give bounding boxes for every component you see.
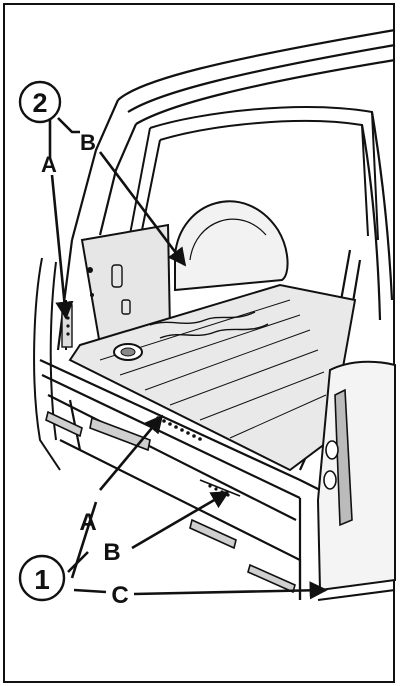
left-side-panel: [80, 223, 172, 347]
arrow-2a: [50, 174, 74, 320]
rear-sill: [39, 359, 321, 600]
callout-circle-1: 1: [18, 554, 66, 602]
callout-number-2: 2: [32, 88, 47, 118]
valance-plates: [45, 410, 296, 594]
arrow-1a: [99, 414, 164, 491]
right-quarter-panel: [316, 360, 396, 601]
leader-2b: [57, 117, 80, 134]
label-c-bottom: C: [111, 582, 128, 609]
arrow-1b: [131, 490, 230, 550]
leader-1c: [73, 588, 107, 594]
label-b-bottom: B: [103, 539, 120, 566]
arrow-1c: [133, 581, 328, 600]
label-a-top: A: [41, 152, 57, 177]
rear-window-frame: [127, 106, 379, 246]
spare-wheel: [174, 200, 289, 292]
callout-number-1: 1: [34, 564, 50, 595]
callout-arrows: [48, 117, 328, 600]
label-a-bottom: A: [79, 509, 96, 536]
roof-outline: [117, 28, 396, 125]
callout-circle-2: 2: [18, 80, 62, 124]
leader-1a: [70, 501, 98, 579]
label-b-top: B: [80, 130, 96, 155]
arrow-2b: [98, 151, 187, 267]
